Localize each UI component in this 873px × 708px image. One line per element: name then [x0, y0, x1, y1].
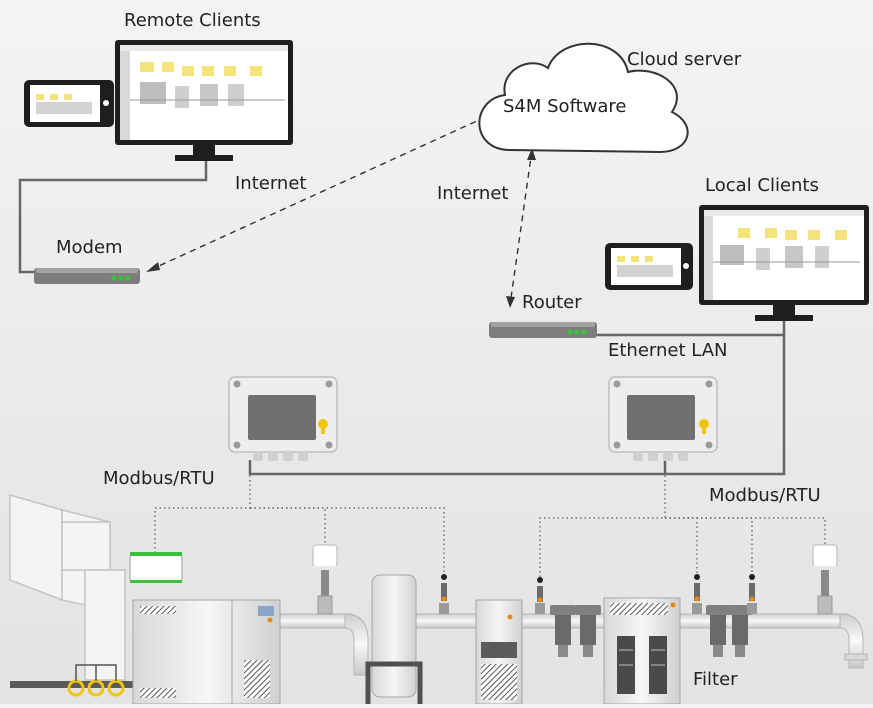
router-device	[489, 322, 597, 338]
internet-left-label: Internet	[235, 173, 307, 194]
local-monitor	[699, 205, 869, 321]
pressure-sensors	[439, 574, 757, 614]
modbus-rtu-right-label: Modbus/RTU	[709, 485, 821, 506]
filter-pair-right	[706, 605, 752, 657]
pressure-sensor	[535, 577, 545, 614]
s4m-software-label: S4M Software	[503, 96, 627, 117]
remote-monitor-to-modem-cable	[18, 160, 208, 274]
data-logger-left	[228, 376, 338, 461]
arrow-head-cloud-right	[527, 148, 536, 160]
local-tablet	[605, 243, 693, 290]
modbus-rtu-left-label: Modbus/RTU	[103, 468, 215, 489]
cloud-server-label: Cloud server	[627, 49, 742, 70]
power-meter-module	[129, 552, 183, 583]
arrow-head-router	[506, 296, 515, 308]
filter-pair-left	[550, 605, 601, 657]
modem-label: Modem	[56, 237, 123, 258]
dryer	[475, 599, 523, 705]
arrow-head-modem	[146, 262, 160, 272]
remote-monitor	[115, 40, 293, 161]
flow-sensor-left	[312, 544, 338, 615]
internet-right-label: Internet	[437, 183, 509, 204]
filter-label: Filter	[693, 669, 738, 690]
internet-links	[149, 114, 533, 306]
ethernet-lan-label: Ethernet LAN	[608, 340, 728, 361]
remote-tablet	[24, 80, 114, 127]
internet-link-router	[509, 149, 533, 306]
router-label: Router	[522, 292, 582, 313]
dryer-cabinet	[603, 597, 681, 705]
flow-sensor-right	[812, 544, 838, 615]
remote-clients-label: Remote Clients	[124, 10, 261, 31]
pressure-sensor	[692, 574, 702, 614]
data-logger-right	[608, 376, 718, 461]
modem-device	[34, 268, 140, 284]
cloud-shape	[478, 42, 689, 154]
pressure-sensor	[439, 574, 449, 614]
compressor	[132, 599, 281, 705]
local-clients-label: Local Clients	[705, 175, 819, 196]
internet-link-modem	[149, 114, 491, 271]
air-receiver-tank	[365, 574, 423, 704]
pressure-sensor	[747, 574, 757, 614]
air-duct	[9, 494, 126, 681]
floor-pipe	[10, 681, 135, 688]
modbus-lines	[154, 462, 826, 578]
